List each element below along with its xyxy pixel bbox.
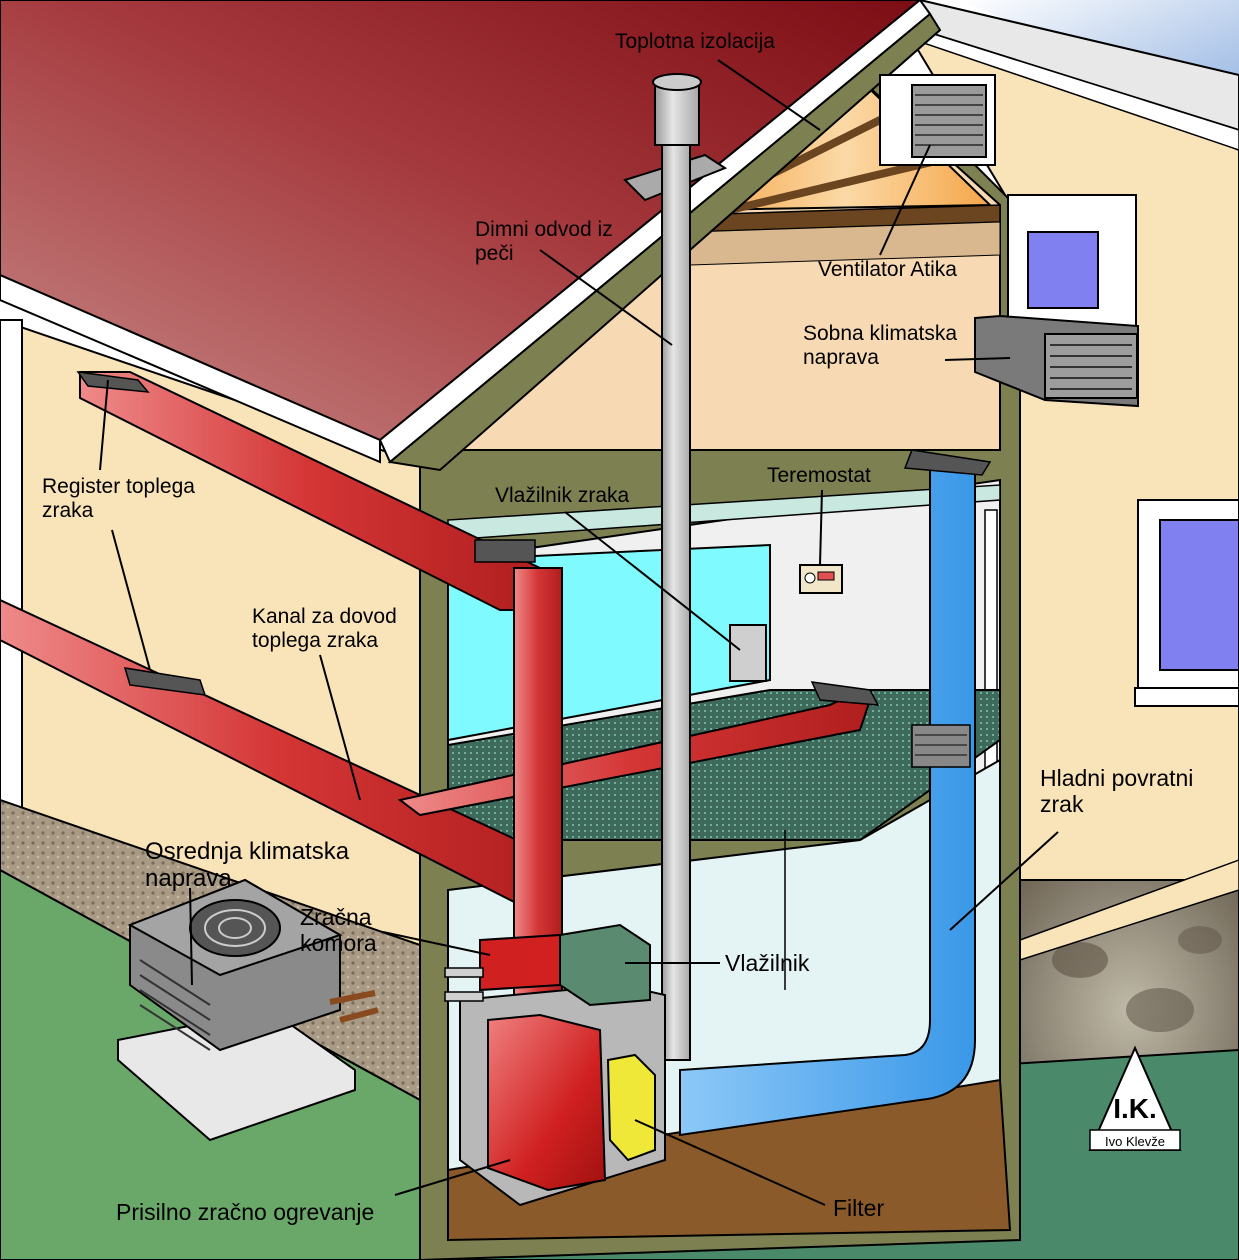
rafter [729, 156, 941, 214]
label-cold-return: Hladni povratni zrak [1040, 765, 1194, 817]
room-ac-slats [1050, 344, 1132, 390]
outdoor-ac-fan-ring [204, 909, 266, 947]
leader-room-ac [944, 357, 1011, 361]
author-logo-name: Ivo Klevže [1105, 1134, 1165, 1149]
leader-lines [99, 59, 1059, 1206]
label-warm-register: Register toplega zraka [42, 475, 195, 522]
label-forced-air-heating: Prisilno zračno ogrevanje [116, 1199, 375, 1225]
right-window-glass [1159, 519, 1239, 671]
warm-air-trunk [513, 567, 563, 1009]
register-upper [474, 539, 536, 563]
label-filter: Filter [833, 1195, 885, 1221]
flue-cap-top [652, 73, 702, 91]
leader-register-top [99, 379, 109, 471]
label-room-ac: Sobna klimatska naprava [803, 322, 958, 369]
label-central-ac: Osrednja klimatska naprava [145, 838, 350, 892]
attic-vent-slats [915, 94, 983, 146]
leader-register-left [111, 529, 151, 671]
gas-pipe [444, 991, 484, 1002]
air-filter [606, 1053, 656, 1162]
humidifier-box [559, 923, 651, 1007]
thermostat-dial [804, 572, 816, 584]
stone-patch [1052, 942, 1108, 978]
label-humidifier: Vlažilnik [725, 950, 810, 976]
plenum-box [479, 933, 561, 992]
leader-attic-fan [879, 144, 931, 256]
leader-filter [634, 1119, 826, 1206]
stone-patch [1126, 988, 1194, 1032]
furnace-unit [487, 1013, 607, 1192]
label-plenum: Zračna komora [300, 904, 377, 956]
outdoor-ac-fan-ring [218, 917, 252, 939]
outdoor-ac-vents [139, 959, 211, 1051]
register-left [123, 667, 207, 696]
upper-window-glass [1027, 231, 1099, 309]
leader-plenum [382, 931, 491, 956]
label-thermal-insulation: Toplotna izolacija [615, 30, 775, 53]
stone-patch [1178, 926, 1222, 954]
label-attic-fan: Ventilator Atika [818, 258, 957, 281]
ac-pad [117, 1008, 356, 1142]
return-grille-slats [915, 734, 967, 756]
leader-humidifier-air [564, 511, 741, 651]
leader-return [949, 831, 1059, 931]
label-warm-duct: Kanal za dovod toplega zraka [252, 605, 397, 652]
register-top [76, 371, 150, 393]
left-roof-eave [0, 273, 381, 464]
leader-furnace [394, 1159, 511, 1196]
leader-thermostat [819, 489, 823, 566]
leader-flue [539, 249, 673, 346]
thermostat-display [817, 571, 835, 581]
label-flue-pipe: Dimni odvod iz peči [475, 218, 613, 265]
return-grille [911, 724, 971, 768]
label-air-humidifier: Vlažilnik zraka [495, 484, 630, 507]
return-register-top [903, 449, 992, 476]
refrigerant-lines [329, 990, 379, 1023]
leader-insulation [717, 59, 821, 131]
outdoor-ac-fan [189, 899, 281, 957]
leader-outdoor-ac [189, 887, 193, 986]
leader-duct [319, 654, 361, 801]
gas-pipe [444, 967, 484, 978]
right-window-sill [1134, 687, 1239, 707]
author-logo-nameplate [1089, 1129, 1181, 1151]
label-thermostat: Teremostat [767, 464, 871, 487]
left-corner-trim [0, 319, 23, 821]
register-right [810, 681, 880, 706]
cold-return-duct [679, 459, 976, 1137]
author-logo-initials: I.K. [1113, 1093, 1157, 1124]
air-humidifier-device [729, 624, 767, 682]
